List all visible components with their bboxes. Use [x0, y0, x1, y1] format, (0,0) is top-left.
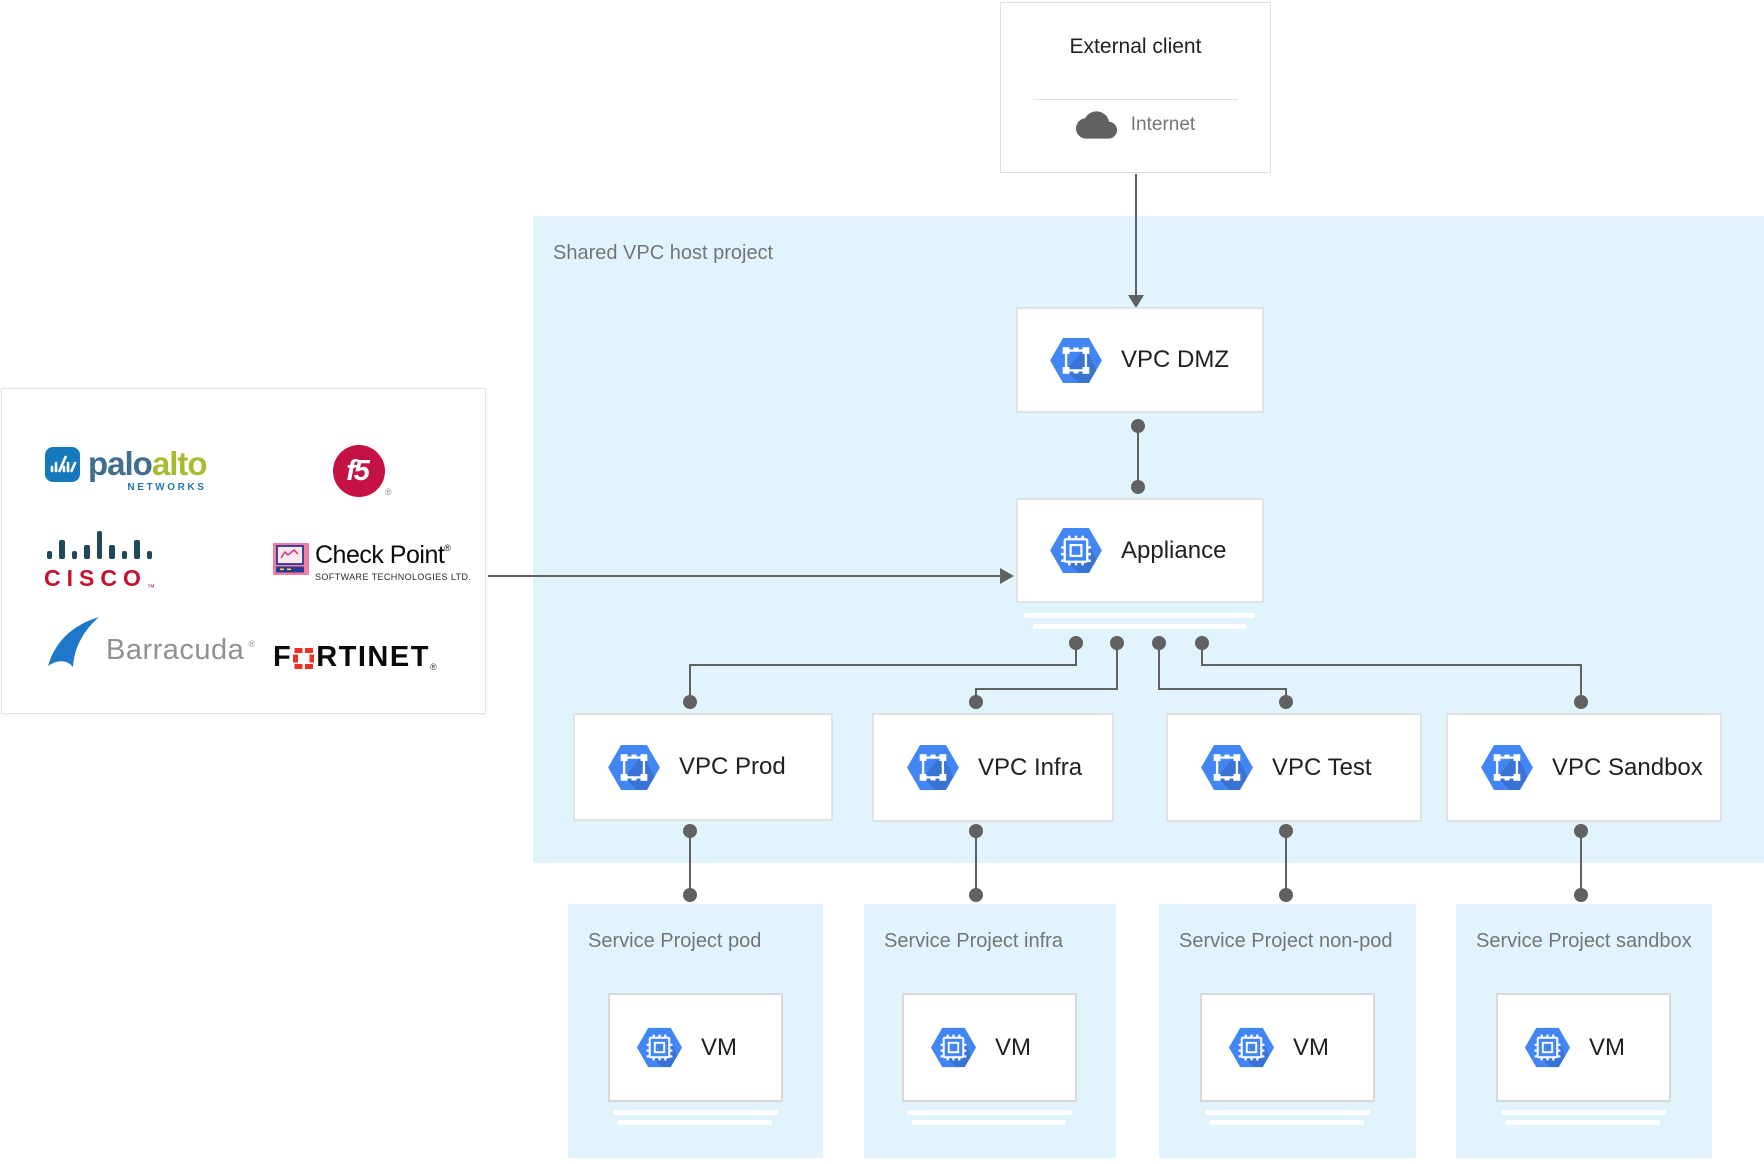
vm-stack-line	[613, 1110, 778, 1115]
fortinet-wordmark: F	[273, 641, 293, 673]
trademark-mark: ™	[146, 583, 155, 592]
vpc-test-node: VPC Test	[1166, 713, 1422, 822]
checkpoint-subtitle: SOFTWARE TECHNOLOGIES LTD.	[315, 572, 472, 582]
service-project-label: Service Project sandbox	[1476, 930, 1692, 952]
vpc-network-icon	[1200, 744, 1254, 791]
cisco-logo: CISCO ™	[44, 530, 155, 592]
vm-stack-line	[1205, 1110, 1370, 1115]
registered-mark: ®	[248, 639, 255, 649]
vpc-sandbox-node: VPC Sandbox	[1446, 713, 1722, 822]
divider	[1033, 99, 1238, 100]
paloalto-subtitle: NETWORKS	[127, 482, 207, 493]
fortinet-o-icon	[293, 647, 315, 669]
fortinet-logo: F RTINET ®	[273, 641, 437, 673]
registered-mark: ®	[385, 487, 392, 497]
compute-engine-icon	[1228, 1027, 1275, 1068]
vm-stack-line	[1506, 1120, 1660, 1125]
vm-stack-line	[618, 1120, 772, 1125]
vm-stack-line	[1501, 1110, 1666, 1115]
vpc-network-icon	[906, 744, 960, 791]
vpc-prod-label: VPC Prod	[679, 753, 786, 780]
appliance-label: Appliance	[1121, 536, 1227, 564]
vpc-network-icon	[1480, 744, 1534, 791]
service-project-label: Service Project pod	[588, 930, 762, 952]
compute-engine-icon	[1049, 527, 1103, 574]
external-client-box: External client Internet	[1000, 2, 1271, 173]
appliance-stack-line	[1024, 613, 1255, 618]
service-project-label: Service Project non-pod	[1179, 930, 1393, 952]
paloalto-logo: paloalto NETWORKS	[45, 445, 208, 493]
cisco-bars-icon	[46, 530, 153, 559]
barracuda-logo: Barracuda ®	[45, 616, 255, 669]
vpc-network-icon	[1049, 337, 1103, 384]
vm-stack-line	[912, 1120, 1066, 1125]
vm-node: VM	[608, 993, 783, 1102]
f5-logo: f5 ®	[333, 445, 392, 497]
service-project-non-pod-panel: Service Project non-pod VM	[1159, 904, 1416, 1158]
checkpoint-icon	[273, 543, 309, 575]
vpc-test-label: VPC Test	[1272, 753, 1372, 781]
vm-label: VM	[701, 1033, 737, 1061]
vm-stack-line	[1210, 1120, 1364, 1125]
vm-label: VM	[1589, 1033, 1625, 1061]
service-project-pod-panel: Service Project pod VM	[568, 904, 823, 1158]
vpc-sandbox-label: VPC Sandbox	[1552, 753, 1703, 781]
barracuda-wordmark: Barracuda	[106, 634, 245, 666]
vm-node: VM	[902, 993, 1077, 1102]
service-project-infra-panel: Service Project infra VM	[864, 904, 1116, 1158]
f5-ball-icon: f5	[333, 445, 385, 497]
vm-node: VM	[1200, 993, 1375, 1102]
compute-engine-icon	[636, 1027, 683, 1068]
vpc-dmz-node: VPC DMZ	[1016, 307, 1264, 413]
vpc-prod-node: VPC Prod	[573, 713, 833, 821]
vm-label: VM	[1293, 1033, 1329, 1061]
fortinet-wordmark: RTINET	[316, 641, 430, 673]
paloalto-wordmark: paloalto	[88, 445, 208, 482]
vendor-logos-panel: paloalto NETWORKS f5 ® CISCO ™	[1, 388, 486, 714]
service-project-sandbox-panel: Service Project sandbox VM	[1456, 904, 1712, 1158]
external-client-title: External client	[1069, 35, 1202, 58]
paloalto-icon	[45, 447, 80, 482]
vm-label: VM	[995, 1033, 1031, 1061]
barracuda-swoosh-icon	[48, 617, 99, 667]
vpc-network-icon	[607, 744, 661, 791]
compute-engine-icon	[930, 1027, 977, 1068]
checkpoint-logo: Check Point ® SOFTWARE TECHNOLOGIES LTD.	[273, 543, 471, 582]
vm-stack-line	[907, 1110, 1072, 1115]
compute-engine-icon	[1524, 1027, 1571, 1068]
vpc-infra-label: VPC Infra	[978, 753, 1083, 781]
appliance-stack-line	[1033, 624, 1246, 629]
vpc-dmz-label: VPC DMZ	[1121, 346, 1229, 373]
cisco-wordmark: CISCO	[44, 565, 147, 591]
registered-mark: ®	[444, 543, 451, 553]
internet-cloud-icon	[1076, 111, 1117, 139]
service-project-label: Service Project infra	[884, 930, 1063, 952]
host-project-label: Shared VPC host project	[553, 242, 774, 264]
internet-label: Internet	[1130, 114, 1196, 135]
appliance-node: Appliance	[1016, 498, 1264, 603]
registered-mark: ®	[429, 662, 437, 672]
vpc-infra-node: VPC Infra	[872, 713, 1114, 822]
checkpoint-wordmark: Check Point	[315, 541, 445, 569]
vm-node: VM	[1496, 993, 1671, 1102]
